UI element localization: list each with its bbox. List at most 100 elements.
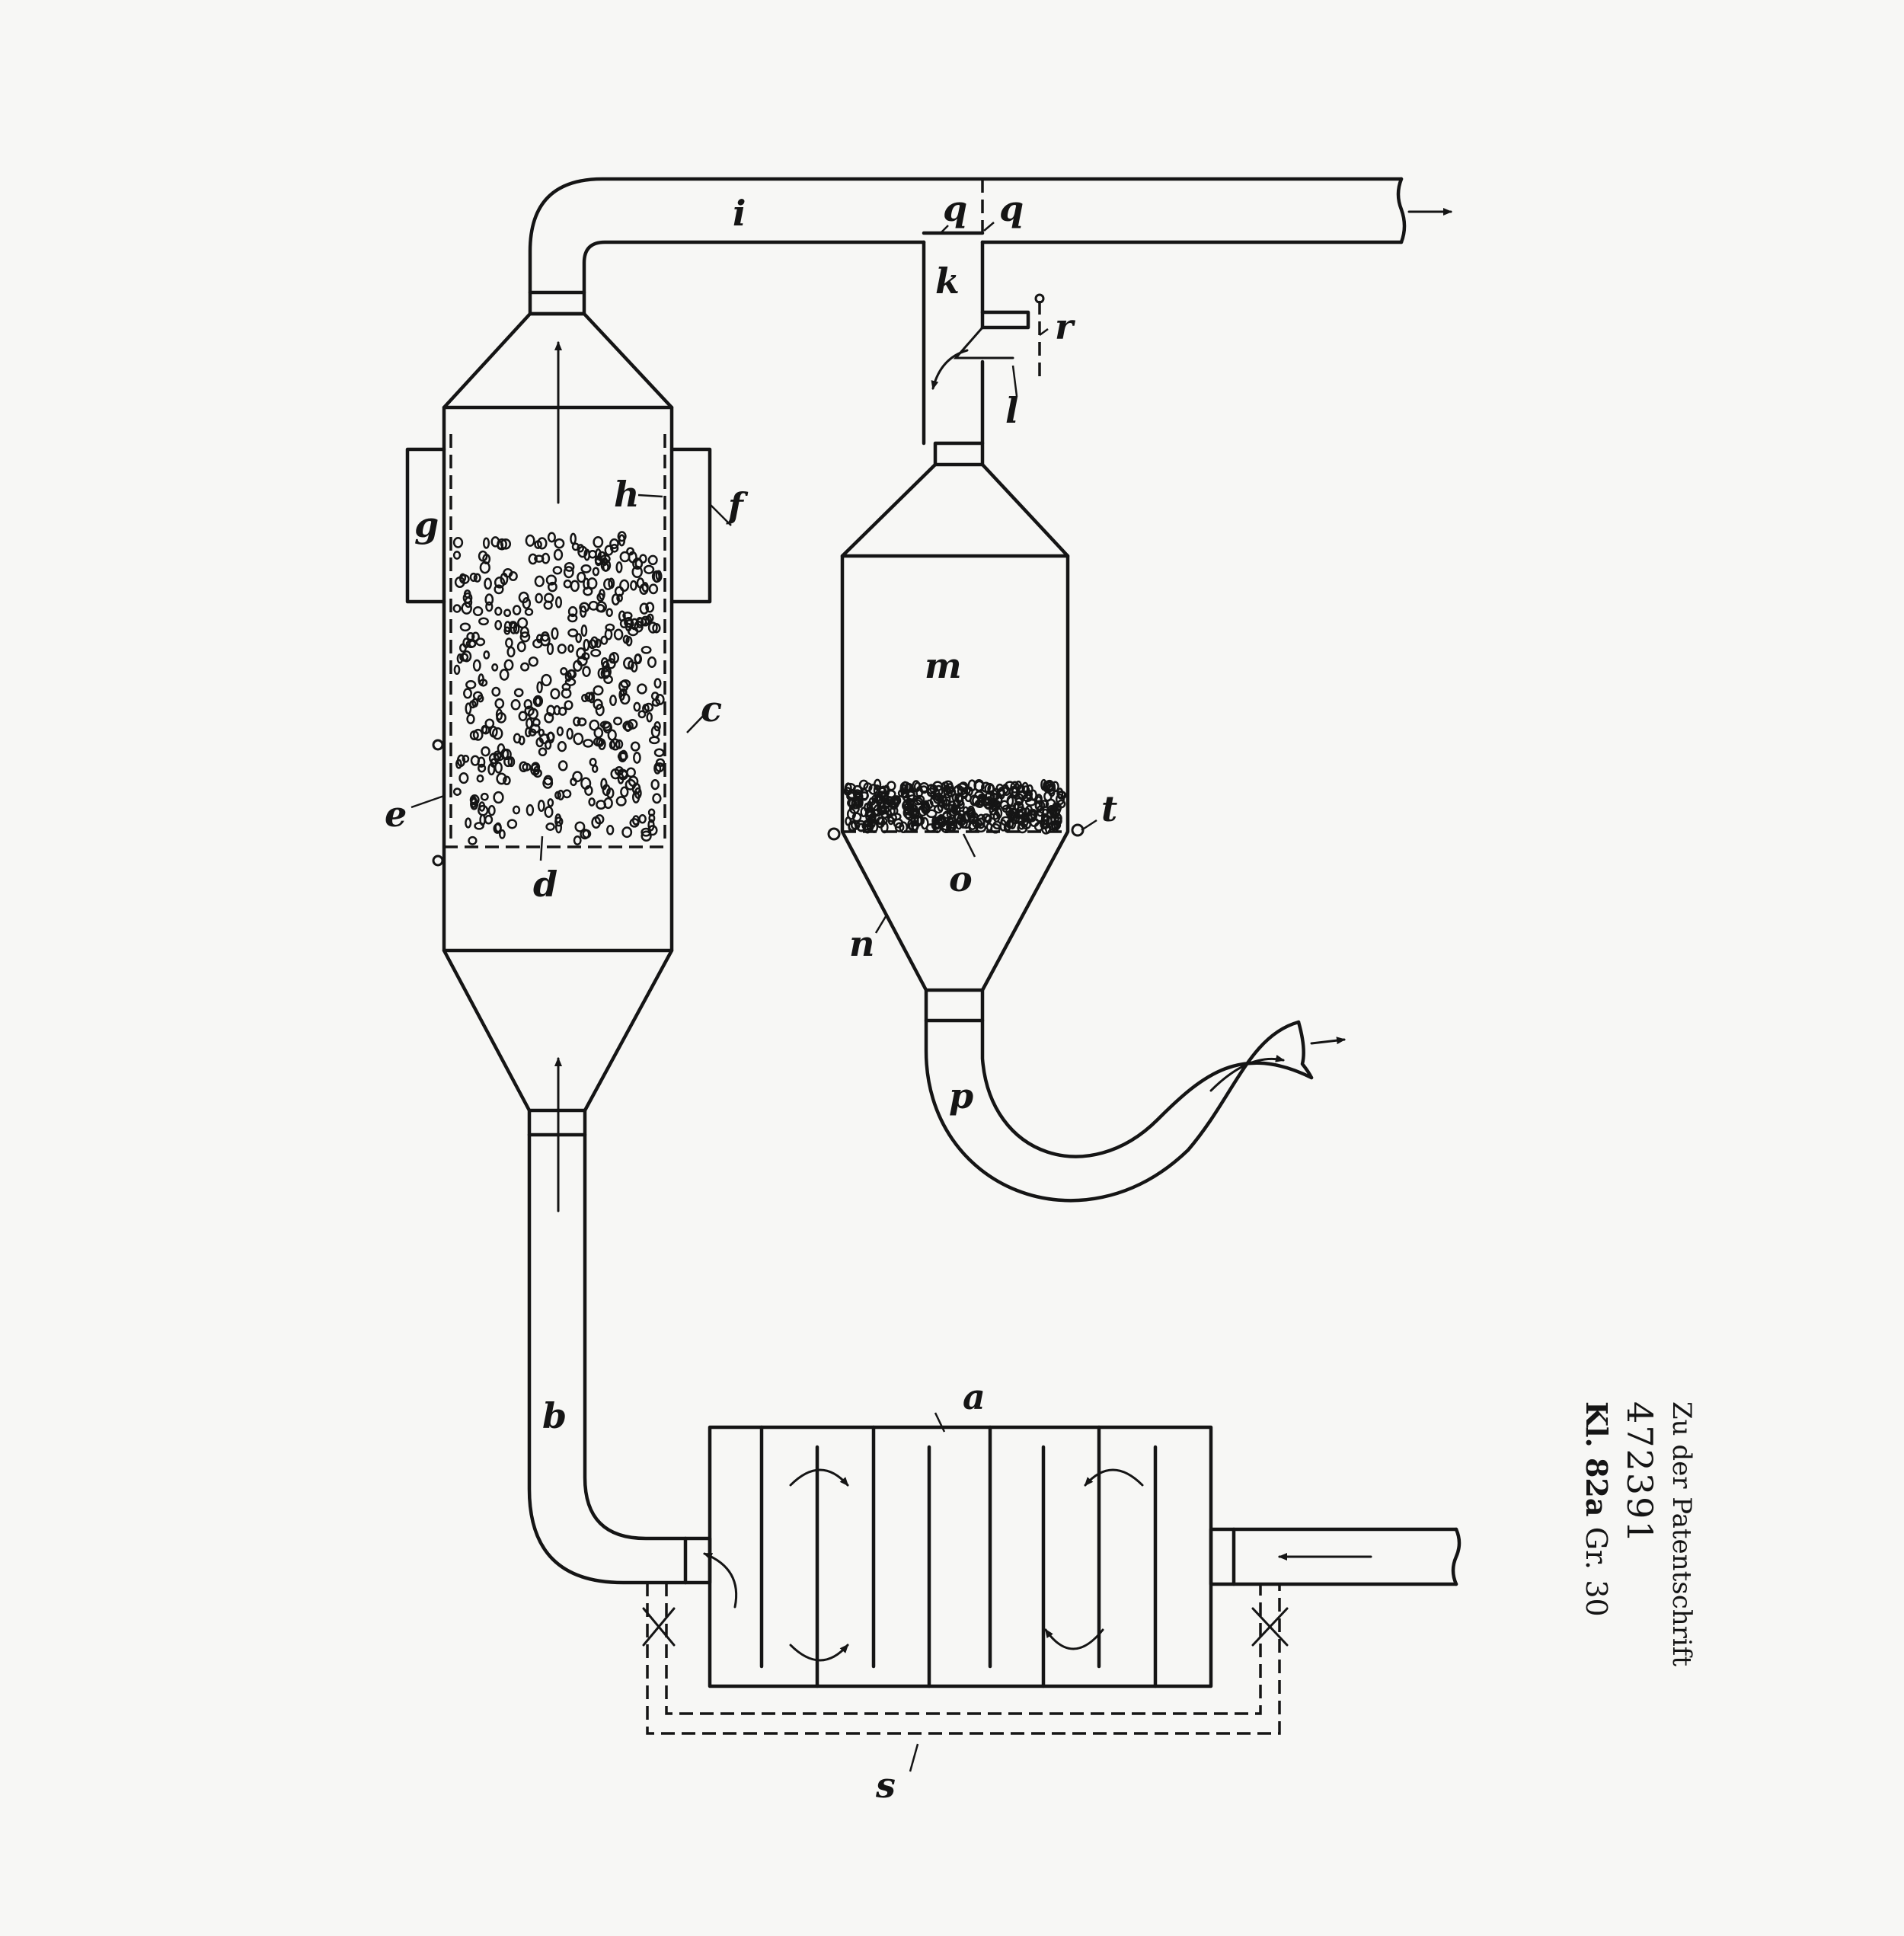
pellet [456,754,466,768]
pellet [526,803,535,816]
pellet [1024,813,1033,824]
pellet [572,771,583,783]
pellet [647,554,658,566]
label-s: s [875,1765,896,1806]
pellet [890,796,899,805]
pellet [602,721,612,734]
pellet [635,616,644,628]
pellet [593,685,604,696]
pellet [633,751,641,764]
label-c: c [701,688,722,730]
pellet [503,621,512,633]
pellet [884,796,896,807]
pellet [630,741,641,752]
pellet [455,759,462,769]
pellet [618,750,628,763]
pellet [616,593,623,602]
pellet [590,648,602,657]
pellet [595,704,605,717]
pellet [458,643,467,653]
pellet [653,748,665,757]
pellet [966,786,973,797]
pellet [582,666,591,677]
pellet [573,716,581,727]
pellet [641,646,652,654]
pellet [573,732,584,746]
pellet [567,613,578,623]
pellet [592,567,600,577]
pellet [630,661,638,672]
pellet [525,727,532,738]
pellet [472,659,481,672]
pellet [1029,789,1037,801]
pellet [527,708,539,720]
pellet [641,830,652,842]
pellet [596,800,607,810]
pellet [1011,787,1019,798]
pellet [534,540,542,549]
pellet [619,579,630,592]
part-labels: a b c d e f g h i k l m n o p q q r s t [385,188,1117,1806]
pellet [945,803,956,813]
pellet [582,829,592,839]
pellet [637,710,647,719]
pellet [513,688,524,698]
label-g: g [414,504,439,545]
pellet [484,814,494,825]
pellet [484,718,495,729]
precipitate-layer [843,778,1067,835]
pellet [622,634,630,644]
pellet [973,778,985,792]
pellet [532,695,544,708]
pellet [647,825,658,836]
pellet [620,786,629,798]
pellet [537,799,545,813]
pellet [519,761,529,773]
label-b: b [542,1395,567,1436]
pellet [650,725,661,738]
pellet [488,752,500,765]
label-d: d [533,864,557,905]
caption-line2: Kl. 82a Gr. 30 [1580,1401,1615,1617]
pellet [631,815,641,826]
pellet [469,572,478,582]
label-p: p [949,1075,973,1117]
pellet [634,558,644,569]
label-i: i [733,193,746,234]
pellet [912,780,921,793]
pellet [556,726,564,736]
pellet [498,829,506,839]
pellet [579,605,587,618]
pellet [984,796,995,807]
pellet [503,775,511,786]
pellet [570,580,580,593]
pellet [581,652,590,661]
pellet [1013,800,1024,812]
pellet [925,823,936,833]
pellet [583,739,594,748]
pellet [957,787,967,796]
pellet [496,712,506,724]
pellet [647,819,655,832]
leader-lines [411,222,1097,1772]
pellet [546,732,555,742]
pellet [545,574,557,586]
pellet [652,622,661,634]
pellet [478,617,489,626]
pellet [517,617,529,629]
label-t: t [1101,788,1117,829]
pellet [577,545,588,558]
pellet [570,532,577,545]
label-h: h [614,474,639,515]
pellet [465,680,477,689]
pellet [580,625,588,637]
pellet [478,804,489,816]
pellet [575,633,583,644]
pellet [630,580,637,591]
pellet [554,791,561,800]
pellet [534,575,545,587]
pellet [459,573,470,585]
label-m: m [925,645,962,686]
pellet [513,623,520,634]
pellet [535,634,543,644]
